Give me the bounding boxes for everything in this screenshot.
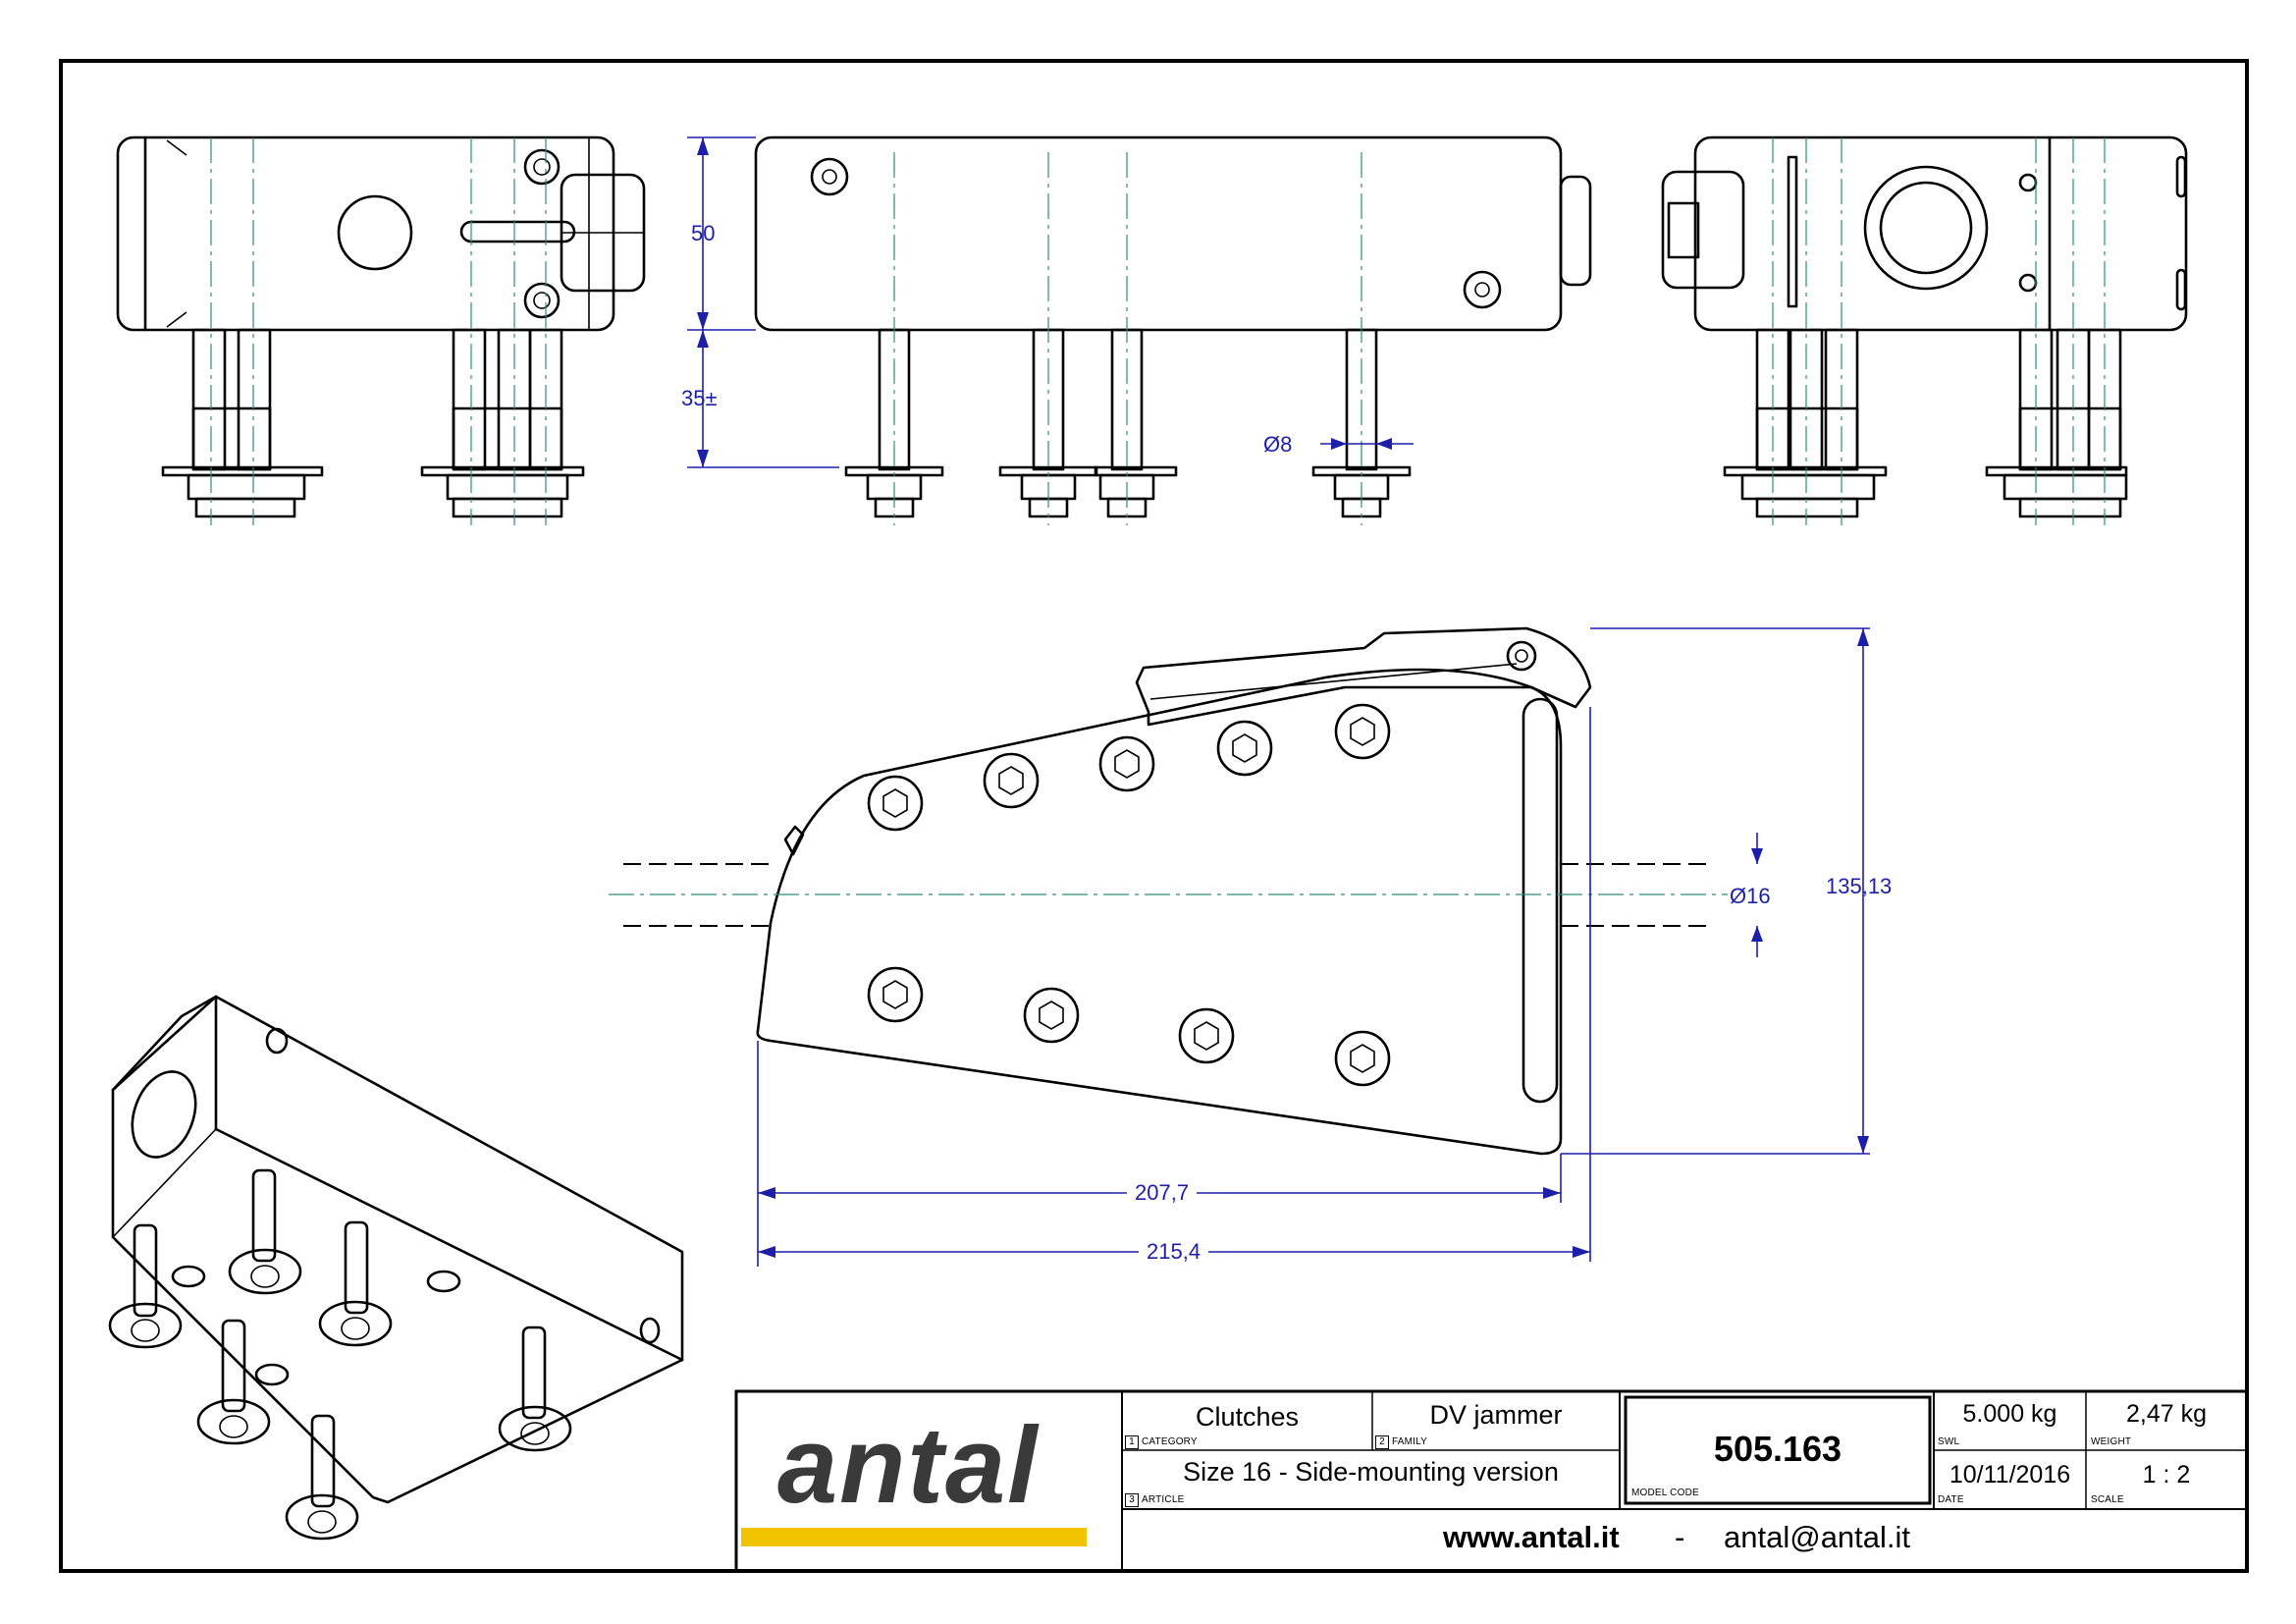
- weight-caption: WEIGHT: [2091, 1436, 2132, 1447]
- email-link[interactable]: antal@antal.it: [1724, 1520, 1911, 1554]
- view-left-end: [116, 135, 646, 525]
- date-caption: DATE: [1938, 1494, 1964, 1505]
- dim-total-height: 135,13: [1826, 874, 1893, 898]
- dim-height-lower: 35±: [681, 386, 718, 410]
- dim-rope-diameter: Ø16: [1730, 884, 1771, 908]
- model-code-value: 505.163: [1713, 1429, 1842, 1469]
- dim-pin-diameter: Ø8: [1263, 432, 1293, 457]
- dim-length-outer: 215,4: [1139, 1239, 1209, 1265]
- weight-value: 2,47 kg: [2125, 1400, 2207, 1428]
- family-value: DV jammer: [1429, 1400, 1563, 1430]
- view-front: [687, 135, 1592, 525]
- website-link[interactable]: www.antal.it: [1443, 1520, 1620, 1554]
- dim-height-upper: 50: [691, 221, 716, 245]
- category-value: Clutches: [1195, 1402, 1300, 1432]
- view-right-end: [1661, 135, 2188, 525]
- date-value: 10/11/2016: [1949, 1461, 2071, 1489]
- swl-value: 5.000 kg: [1962, 1400, 2057, 1428]
- article-value: Size 16 - Side-mounting version: [1183, 1457, 1559, 1487]
- brand-logo: antal: [777, 1405, 1040, 1526]
- title-block-grid: [734, 1389, 2249, 1573]
- view-isometric: [108, 995, 684, 1541]
- logo-underline: [741, 1528, 1087, 1546]
- scale-caption: SCALE: [2091, 1494, 2124, 1505]
- scale-value: 1 : 2: [2142, 1461, 2191, 1489]
- model-code-caption: MODEL CODE: [1631, 1488, 1699, 1498]
- view-side-profile: [609, 626, 1870, 1267]
- contact-separator: -: [1675, 1520, 1685, 1554]
- dim-length-inner: 207,7: [1127, 1180, 1198, 1206]
- swl-caption: SWL: [1938, 1436, 1960, 1447]
